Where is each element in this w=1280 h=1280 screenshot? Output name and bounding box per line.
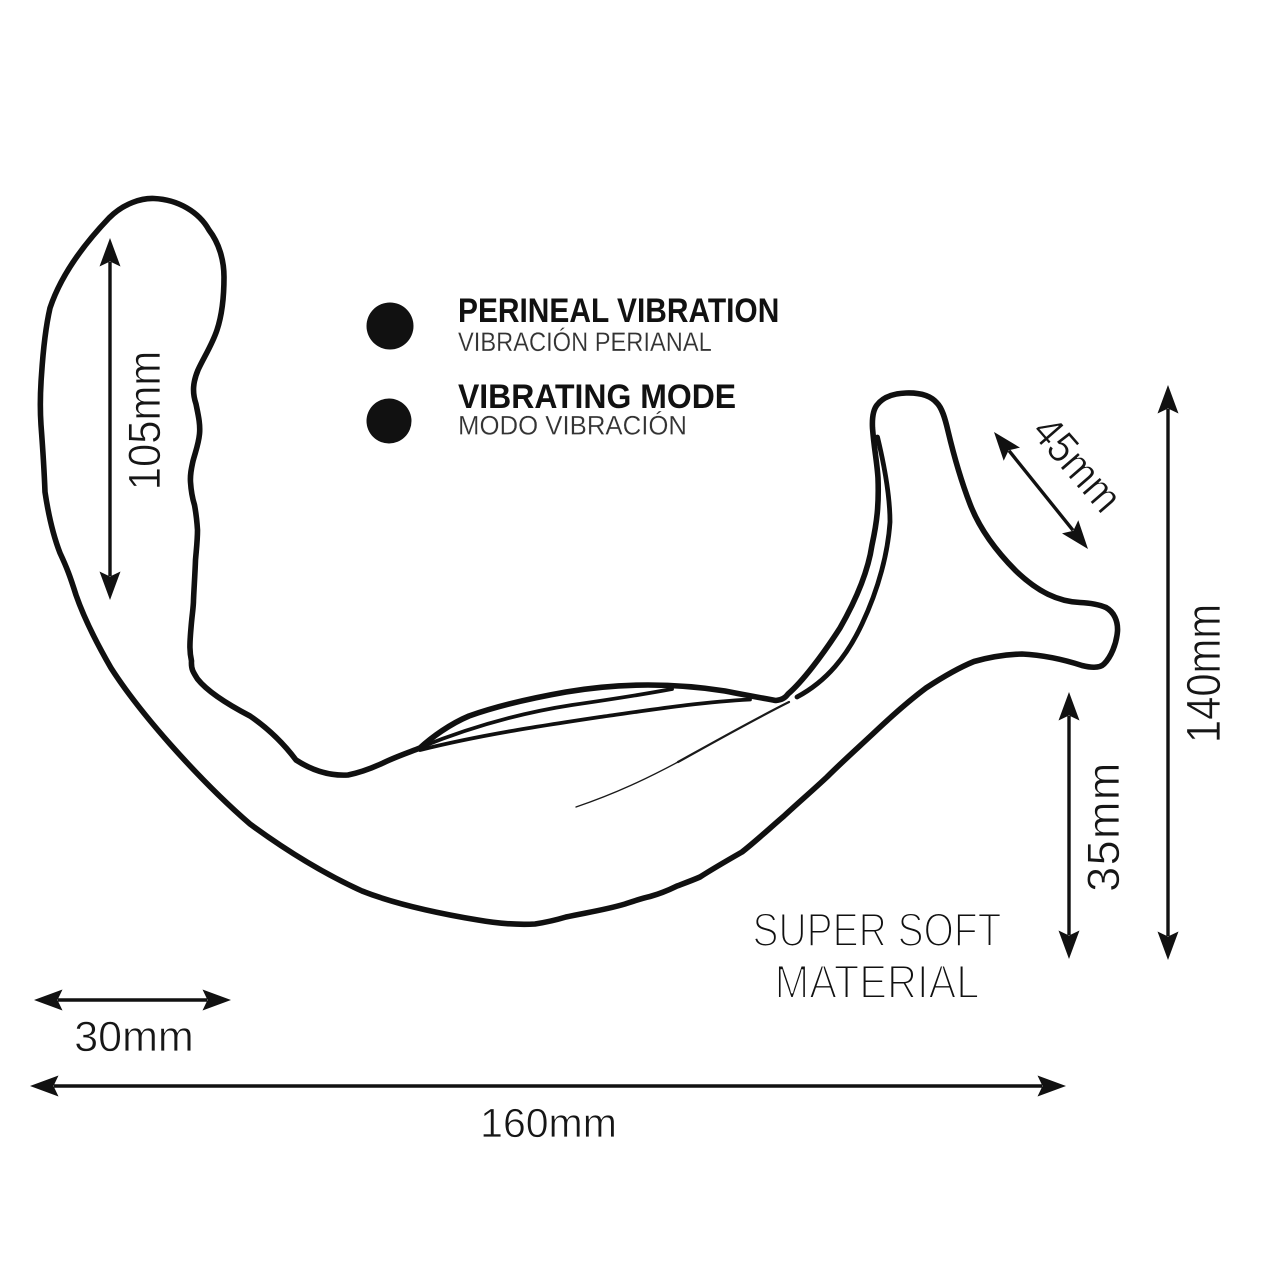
svg-text:SUPER SOFT: SUPER SOFT — [753, 905, 1002, 957]
svg-text:160mm: 160mm — [480, 1100, 617, 1146]
svg-text:PERINEAL VIBRATION: PERINEAL VIBRATION — [458, 291, 779, 329]
svg-text:VIBRATING MODE: VIBRATING MODE — [458, 377, 736, 415]
svg-text:35mm: 35mm — [1078, 761, 1129, 892]
svg-text:MATERIAL: MATERIAL — [775, 957, 980, 1009]
svg-text:45mm: 45mm — [1023, 406, 1132, 521]
svg-text:140mm: 140mm — [1176, 604, 1230, 743]
svg-text:105mm: 105mm — [121, 351, 171, 490]
svg-text:MODO VIBRACIÓN: MODO VIBRACIÓN — [458, 410, 687, 441]
svg-text:VIBRACIÓN PERIANAL: VIBRACIÓN PERIANAL — [458, 327, 712, 358]
svg-text:30mm: 30mm — [74, 1013, 193, 1061]
